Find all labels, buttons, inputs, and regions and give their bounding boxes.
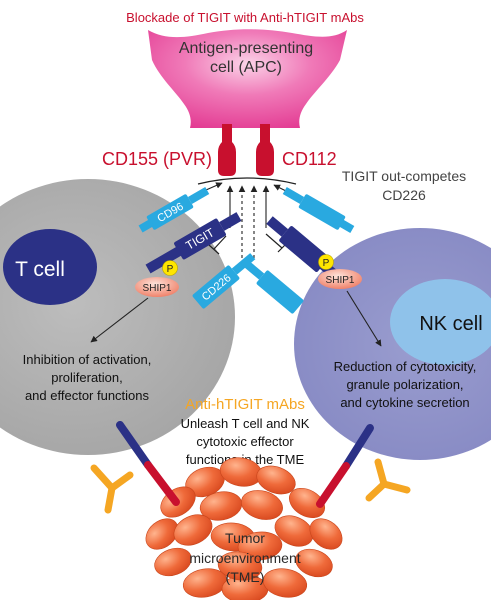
cd112-label: CD112 (282, 149, 337, 169)
t-cell-phospho-label: P (167, 264, 174, 275)
outcompete-line2: CD226 (382, 187, 426, 203)
t-cell-label: T cell (15, 258, 65, 281)
t-cell-ship1 (135, 277, 179, 297)
left-antibody-icon (90, 464, 134, 514)
nk-cell-phospho-label: P (323, 258, 330, 269)
t-cell-effect-line3: and effector functions (25, 388, 150, 403)
t-cell-nucleus (3, 229, 97, 305)
t-cell (0, 179, 235, 455)
apc-label-line2: cell (APC) (210, 59, 282, 76)
nk-cell-effect-line2: granule polarization, (346, 377, 463, 392)
cd155-ligand (218, 124, 236, 176)
nk-cell-ship1-label: SHIP1 (326, 275, 355, 286)
tme-label-line3: (TME) (226, 569, 265, 585)
tme-label-line2: microenvironment (189, 550, 300, 566)
nk-cell-nucleus (390, 279, 491, 365)
t-cell-effect-arrow (90, 297, 149, 343)
tumor-cluster (145, 457, 343, 600)
t-cell-ship1-label: SHIP1 (143, 283, 172, 294)
nk-cell-tme-receptor (316, 424, 374, 508)
ligand-convergence-brace (197, 177, 297, 185)
apc-label-line1: Antigen-presenting (179, 40, 313, 57)
antibody-effect-line1: Unleash T cell and NK (181, 416, 310, 431)
nk-cell-ship1 (318, 269, 362, 289)
cd112-ligand (256, 124, 274, 176)
nk-cell-effect-line1: Reduction of cytotoxicity, (334, 359, 477, 374)
tme-label-line1: Tumor (225, 530, 265, 546)
t-cell-tme-receptor (116, 421, 180, 506)
antibody-title: Anti-hTIGIT mAbs (185, 396, 305, 413)
right-antibody-icon (365, 458, 411, 502)
t-cell-effect-line2: proliferation, (51, 370, 123, 385)
antibody-effect-line2: cytotoxic effector (196, 434, 294, 449)
diagram-title: Blockade of TIGIT with Anti-hTIGIT mAbs (126, 10, 364, 25)
nk-cell-effect-line3: and cytokine secretion (340, 395, 469, 410)
apc-cell (148, 29, 347, 128)
nk-cd96-receptor (282, 187, 355, 233)
nk-cell-phospho-badge (318, 254, 334, 270)
t-cell-effect-line1: Inhibition of activation, (23, 352, 152, 367)
cd155-label: CD155 (PVR) (102, 149, 212, 169)
nk-cell-effect-arrow (346, 290, 382, 347)
nk-cell-label: NK cell (419, 313, 482, 335)
outcompete-line1: TIGIT out-competes (342, 168, 466, 184)
nk-cd226-receptor (240, 258, 304, 314)
tigit-receptor: TIGIT (145, 212, 242, 274)
t-cell-phospho-badge (162, 260, 178, 276)
